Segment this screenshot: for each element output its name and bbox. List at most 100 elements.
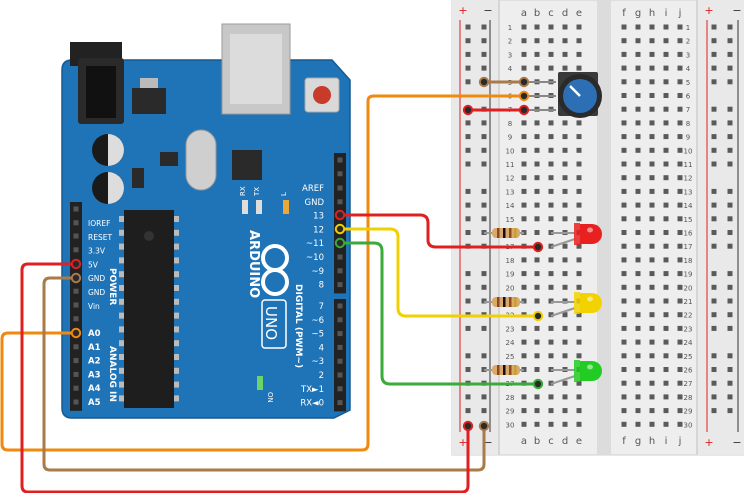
breadboard-hole[interactable] [621,243,627,249]
breadboard-hole[interactable] [548,394,554,400]
breadboard-hole[interactable] [663,230,669,235]
breadboard-hole[interactable] [649,421,655,427]
breadboard-hole[interactable] [621,339,627,345]
rail-hole[interactable] [711,202,717,208]
rail-hole[interactable] [727,367,733,372]
rail-hole[interactable] [481,271,487,277]
breadboard-hole[interactable] [562,312,568,318]
breadboard-hole[interactable] [663,24,669,30]
breadboard-hole[interactable] [534,120,540,126]
rail-hole[interactable] [711,230,717,235]
breadboard-hole[interactable] [635,38,641,44]
breadboard-hole[interactable] [649,175,655,181]
rail-hole[interactable] [481,202,487,208]
breadboard-hole[interactable] [677,38,683,44]
rail-hole[interactable] [727,120,733,126]
rail-hole[interactable] [727,394,733,400]
breadboard-hole[interactable] [576,147,582,153]
breadboard-hole[interactable] [677,421,683,427]
rail-hole[interactable] [465,134,471,140]
breadboard-hole[interactable] [534,51,540,57]
header-pin[interactable] [337,386,343,392]
breadboard-hole[interactable] [635,24,641,30]
breadboard-hole[interactable] [521,175,527,181]
rail-hole[interactable] [465,188,471,194]
breadboard-hole[interactable] [534,175,540,181]
breadboard-hole[interactable] [521,339,527,345]
breadboard-hole[interactable] [635,353,641,359]
breadboard-hole[interactable] [677,257,683,263]
breadboard-hole[interactable] [663,175,669,181]
rail-hole[interactable] [465,367,471,372]
breadboard-hole[interactable] [521,134,527,140]
breadboard-hole[interactable] [576,325,582,331]
breadboard-hole[interactable] [621,202,627,208]
breadboard-hole[interactable] [562,421,568,427]
breadboard-hole[interactable] [562,325,568,331]
breadboard-hole[interactable] [621,421,627,427]
header-pin[interactable] [337,199,343,205]
breadboard-hole[interactable] [534,147,540,153]
breadboard-hole[interactable] [649,298,655,304]
breadboard-hole[interactable] [534,394,540,400]
breadboard-hole[interactable] [663,120,669,126]
breadboard-hole[interactable] [635,339,641,345]
wire-endpoint[interactable] [70,258,82,270]
breadboard-hole[interactable] [677,353,683,359]
potentiometer[interactable] [524,72,602,118]
breadboard-hole[interactable] [621,93,627,98]
breadboard-hole[interactable] [649,339,655,345]
breadboard-hole[interactable] [521,51,527,57]
rail-hole[interactable] [711,353,717,359]
rail-hole[interactable] [465,408,471,414]
rail-hole[interactable] [727,134,733,140]
header-pin[interactable] [337,317,343,323]
breadboard-hole[interactable] [576,421,582,427]
breadboard-hole[interactable] [649,161,655,167]
breadboard-hole[interactable] [635,408,641,414]
breadboard-hole[interactable] [663,51,669,57]
rail-hole[interactable] [481,65,487,71]
breadboard-hole[interactable] [521,271,527,277]
breadboard-hole[interactable] [534,216,540,222]
red-led[interactable] [580,224,602,244]
wire-yellow-12[interactable] [338,227,540,318]
rail-hole[interactable] [481,161,487,167]
rail-hole[interactable] [711,298,717,304]
rail-hole[interactable] [465,147,471,153]
breadboard-hole[interactable] [534,325,540,331]
breadboard-hole[interactable] [649,38,655,44]
breadboard-hole[interactable] [649,230,655,235]
breadboard-hole[interactable] [534,161,540,167]
breadboard-hole[interactable] [562,216,568,222]
breadboard-hole[interactable] [635,230,641,235]
wire-red-5v[interactable] [20,262,470,494]
header-pin[interactable] [337,372,343,378]
breadboard-hole[interactable] [677,230,683,235]
breadboard-hole[interactable] [621,147,627,153]
breadboard-hole[interactable] [521,120,527,126]
rail-hole[interactable] [727,271,733,277]
breadboard-hole[interactable] [534,339,540,345]
breadboard-hole[interactable] [677,106,683,112]
rail-hole[interactable] [727,188,733,194]
breadboard-hole[interactable] [562,353,568,359]
header-pin[interactable] [73,220,79,226]
breadboard-hole[interactable] [562,120,568,126]
rail-hole[interactable] [465,202,471,208]
breadboard-hole[interactable] [521,188,527,194]
breadboard-hole[interactable] [576,188,582,194]
header-pin[interactable] [73,399,79,405]
breadboard-hole[interactable] [562,65,568,71]
breadboard-hole[interactable] [635,202,641,208]
breadboard-hole[interactable] [562,257,568,263]
breadboard-hole[interactable] [649,271,655,277]
breadboard-hole[interactable] [677,175,683,181]
breadboard-hole[interactable] [663,325,669,331]
header-pin[interactable] [73,206,79,212]
rail-hole[interactable] [727,380,733,386]
rail-hole[interactable] [711,325,717,331]
rail-hole[interactable] [727,325,733,331]
breadboard-hole[interactable] [548,339,554,345]
header-pin[interactable] [337,358,343,364]
